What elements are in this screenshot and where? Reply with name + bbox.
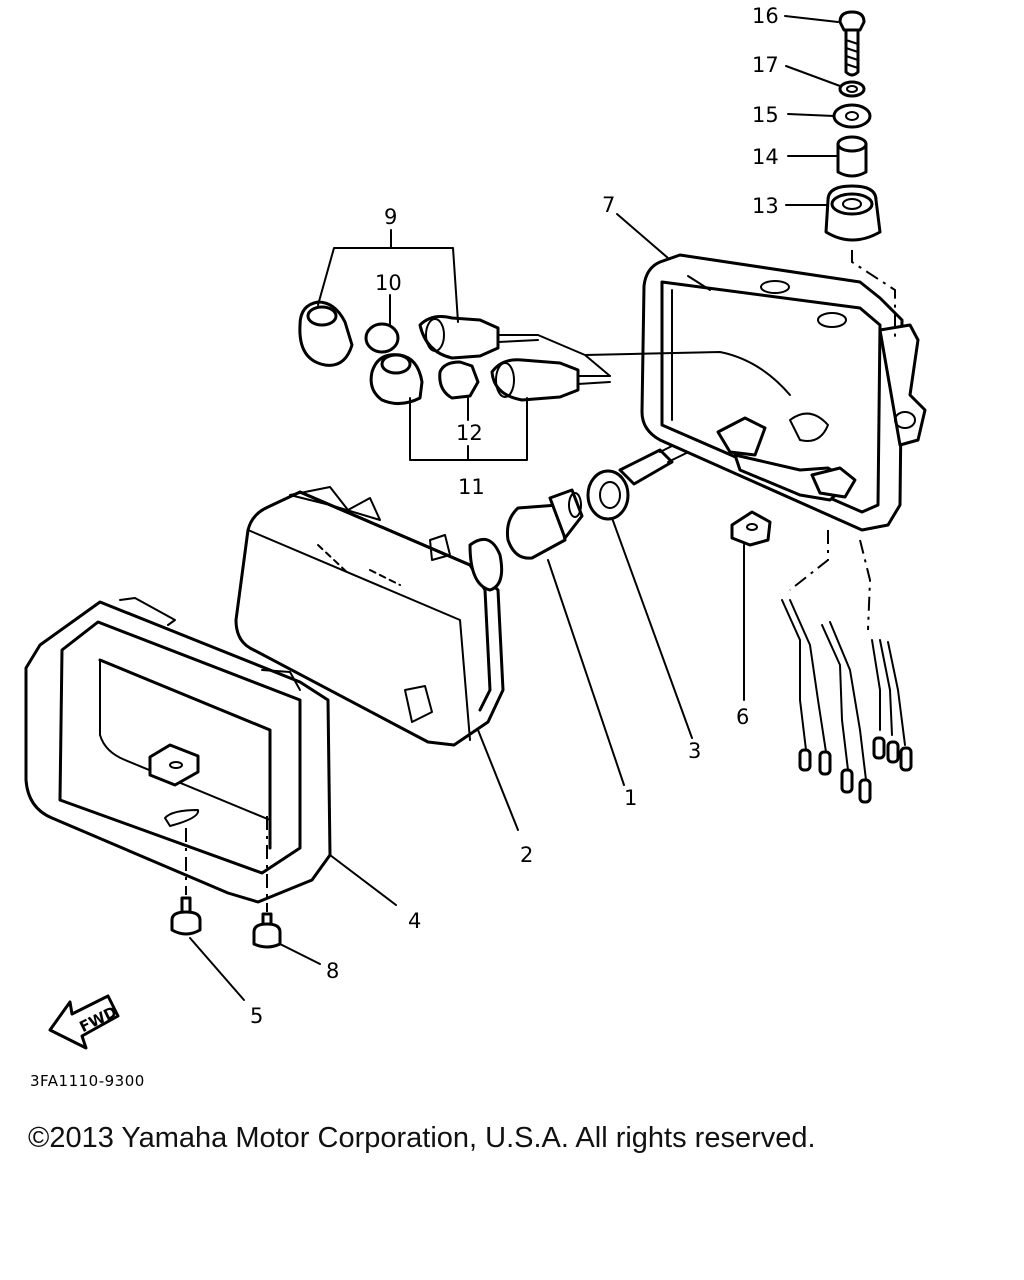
callout-5: 5 bbox=[250, 1004, 263, 1028]
callout-13: 13 bbox=[752, 194, 779, 218]
headlight-bulb-part bbox=[506, 488, 584, 560]
auxiliary-bulb-set bbox=[298, 300, 611, 405]
callout-2: 2 bbox=[520, 843, 533, 867]
callout-16: 16 bbox=[752, 4, 779, 28]
drawing-code: 3FA1110-9300 bbox=[30, 1072, 145, 1090]
callout-11: 11 bbox=[458, 475, 485, 499]
callout-3: 3 bbox=[688, 739, 701, 763]
callout-numbers: 16 17 15 14 13 7 9 10 12 11 6 3 1 2 4 8 … bbox=[250, 4, 779, 1028]
clip-nut-part bbox=[730, 510, 772, 547]
wire-harness bbox=[781, 530, 913, 804]
callout-6: 6 bbox=[736, 705, 749, 729]
forward-arrow-icon: FWD bbox=[48, 994, 120, 1050]
mount-hardware-stack bbox=[824, 10, 896, 340]
callout-1: 1 bbox=[624, 786, 637, 810]
callout-17: 17 bbox=[752, 53, 779, 77]
callout-15: 15 bbox=[752, 103, 779, 127]
callout-7: 7 bbox=[602, 193, 615, 217]
headlight-unit-part bbox=[234, 486, 505, 747]
callout-10: 10 bbox=[375, 271, 402, 295]
leader-lines bbox=[189, 15, 841, 1001]
callout-12: 12 bbox=[456, 421, 483, 445]
callout-14: 14 bbox=[752, 145, 779, 169]
headlight-housing-part bbox=[640, 253, 927, 532]
callout-8: 8 bbox=[326, 959, 339, 983]
headlight-rim-part bbox=[24, 597, 332, 912]
bulb-socket-part bbox=[586, 431, 706, 521]
rim-screws bbox=[170, 896, 282, 949]
copyright-notice: ©2013 Yamaha Motor Corporation, U.S.A. A… bbox=[28, 1122, 816, 1154]
callout-4: 4 bbox=[408, 909, 421, 933]
callout-9: 9 bbox=[384, 205, 397, 229]
